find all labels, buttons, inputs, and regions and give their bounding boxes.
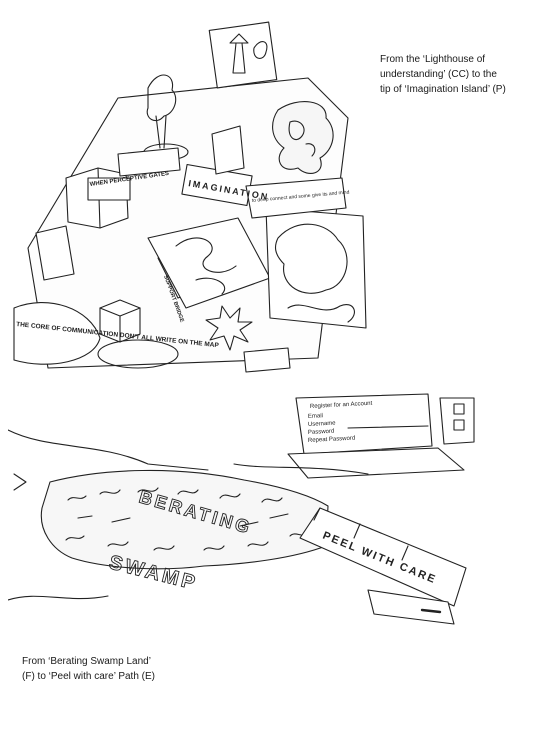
collage-map-sketch-bottom: Register for an Account Email Username P… — [8, 393, 475, 625]
form-username-label: Username — [308, 421, 337, 428]
caption-bottom-line-2: (F) to ‘Peel with care’ Path (E) — [22, 671, 156, 682]
collage-map-sketch-top: WHEN PERCEPTIVE GATES THE CORE OF COMMUN… — [13, 21, 367, 373]
form-email-label: Email — [308, 413, 323, 420]
form-title: Register for an Account — [310, 401, 373, 410]
caption-top-line-1: From the ‘Lighthouse of — [380, 54, 486, 65]
caption-top-line-2: understanding’ (CC) to the — [380, 69, 497, 80]
form-repeat-password-label: Repeat Password — [308, 436, 356, 444]
caption-top-line-3: tip of ‘Imagination Island’ (P) — [380, 84, 506, 95]
caption-bottom: From ‘Berating Swamp Land’ (F) to ‘Peel … — [22, 654, 282, 684]
caption-top: From the ‘Lighthouse of understanding’ (… — [380, 52, 540, 97]
form-password-label: Password — [308, 429, 335, 436]
caption-bottom-line-1: From ‘Berating Swamp Land’ — [22, 656, 151, 667]
